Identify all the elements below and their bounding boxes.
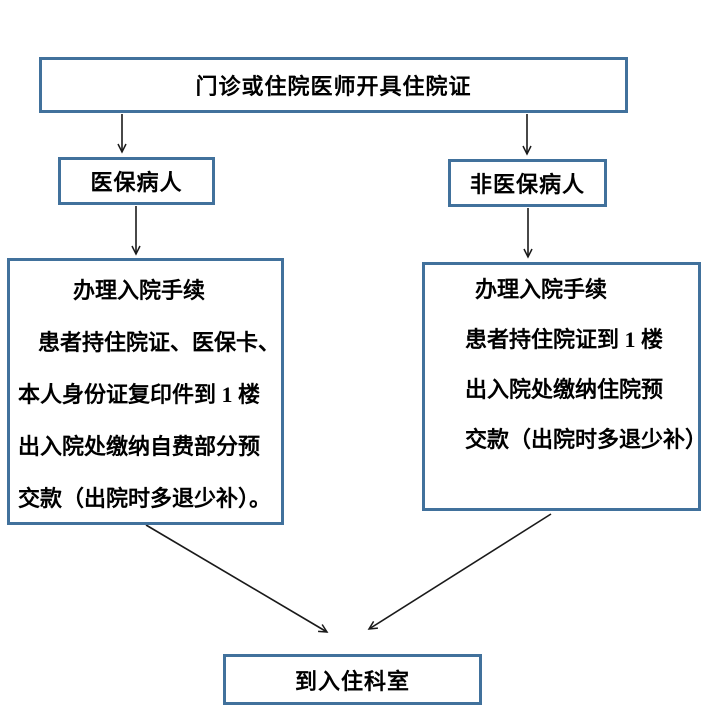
non-insured-patient-box: 非医保病人 [448, 159, 607, 207]
insured-patient-box: 医保病人 [58, 157, 215, 205]
non-insured-procedure-line: 出入院处缴纳住院预 [465, 377, 664, 402]
insured-procedure-line: 出入院处缴纳自费部分预 [18, 434, 261, 459]
arrow-insured-to-department [145, 524, 329, 633]
non-insured-procedure-title: 办理入院手续 [475, 277, 608, 302]
insured-procedure-line: 患者持住院证、医保卡、 [38, 330, 281, 355]
non-insured-patient-label: 非医保病人 [469, 172, 585, 197]
non-insured-procedure-line: 交款（出院时多退少补） [465, 427, 708, 452]
insured-procedure-title: 办理入院手续 [73, 278, 206, 303]
arrow-noninsured-to-department [367, 513, 552, 630]
insured-procedure-line: 交款（出院时多退少补）。 [18, 486, 272, 511]
destination-department-label: 到入住科室 [294, 668, 410, 694]
insured-procedure-line: 本人身份证复印件到 1 楼 [18, 382, 261, 407]
insured-procedure-box: 办理入院手续 患者持住院证、医保卡、 本人身份证复印件到 1 楼 出入院处缴纳自… [7, 258, 284, 525]
top-process-box: 门诊或住院医师开具住院证 [39, 57, 628, 113]
non-insured-procedure-line: 患者持住院证到 1 楼 [465, 327, 664, 352]
non-insured-procedure-box: 办理入院手续 患者持住院证到 1 楼 出入院处缴纳住院预 交款（出院时多退少补） [422, 262, 708, 511]
top-process-label: 门诊或住院医师开具住院证 [195, 74, 472, 99]
destination-department-box: 到入住科室 [223, 654, 482, 705]
insured-patient-label: 医保病人 [90, 170, 183, 195]
